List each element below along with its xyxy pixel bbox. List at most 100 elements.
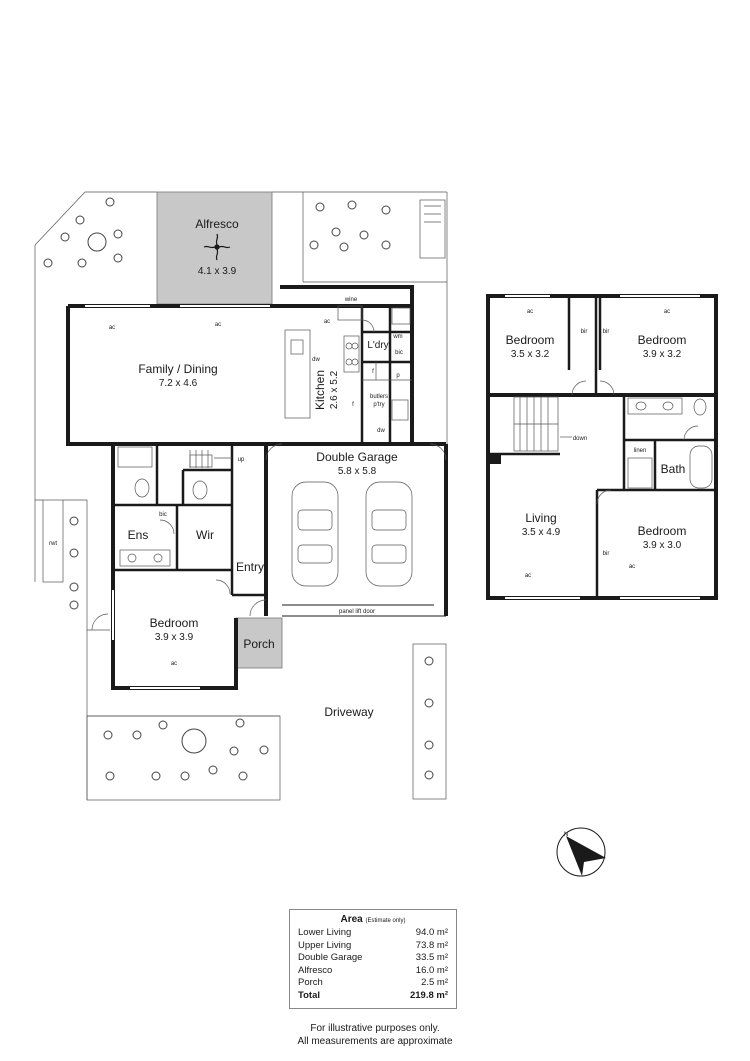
alfresco-label: Alfresco xyxy=(195,217,239,231)
garage-cars xyxy=(291,481,413,587)
area-row: Upper Living 73.8 m² xyxy=(298,940,448,953)
driveway-label: Driveway xyxy=(324,705,373,719)
windows xyxy=(85,305,270,689)
area-row-value: 16.0 m² xyxy=(415,964,448,976)
laundry-label: L'dry xyxy=(367,340,388,351)
garage-label: Double Garage xyxy=(316,450,398,464)
north-compass-icon: N xyxy=(556,827,606,877)
svg-text:N: N xyxy=(564,832,568,838)
upper-stairs xyxy=(513,396,572,452)
disclaimer-line-1: For illustrative purposes only. xyxy=(310,1023,440,1034)
upper-bath-fixtures xyxy=(627,397,713,489)
door-swings xyxy=(91,319,447,631)
area-total-label: Total xyxy=(298,989,320,1001)
ac-label: ac xyxy=(109,325,115,331)
upper-interior-walls xyxy=(489,296,716,598)
down-label: down xyxy=(573,436,587,442)
garage-dim: 5.8 x 5.8 xyxy=(338,466,377,477)
ensuite-fixtures xyxy=(117,446,213,567)
family-dining-label: Family / Dining xyxy=(138,362,217,376)
ac-label: ac xyxy=(664,309,670,315)
lower-interior-walls xyxy=(113,306,412,616)
linen-label: linen xyxy=(634,448,647,454)
kitchen-fixtures xyxy=(284,305,412,421)
area-row-value: 94.0 m² xyxy=(415,927,448,938)
area-total-value: 219.8 m² xyxy=(409,989,448,1001)
ensuite-label: Ens xyxy=(128,528,149,542)
porch-label: Porch xyxy=(243,637,274,651)
void-marker xyxy=(489,454,501,464)
family-dining-dim: 7.2 x 4.6 xyxy=(159,378,198,389)
porch-area xyxy=(235,617,283,669)
site-outline xyxy=(34,191,448,801)
bedroom-lower-dim: 3.9 x 3.9 xyxy=(155,632,194,643)
disclaimer-line-2: All measurements are approximate xyxy=(297,1036,453,1047)
dw-label: dw xyxy=(377,428,385,434)
area-row-label: Double Garage xyxy=(298,952,363,963)
area-row: Double Garage 33.5 m² xyxy=(298,952,448,965)
bir-label: bir xyxy=(603,329,610,335)
area-row-value: 2.5 m² xyxy=(421,977,448,988)
upper-windows xyxy=(505,295,700,599)
area-row-label: Lower Living xyxy=(298,927,352,938)
lower-stairs xyxy=(189,450,232,468)
ac-label: ac xyxy=(324,319,330,325)
area-row-label: Upper Living xyxy=(298,939,352,951)
ceiling-fan-icon xyxy=(203,233,231,261)
butlers-label: butlers xyxy=(370,394,388,400)
living-label: Living xyxy=(525,511,556,525)
area-row: Alfresco 16.0 m² xyxy=(298,965,448,978)
up-label: up xyxy=(238,457,245,463)
area-row-value: 73.8 m² xyxy=(415,939,448,951)
ac-label: ac xyxy=(171,661,177,667)
bath-label: Bath xyxy=(661,462,686,476)
area-title-text: Area xyxy=(340,914,363,925)
area-row: Lower Living 94.0 m² xyxy=(298,927,448,940)
wir-label: Wir xyxy=(196,528,214,542)
area-title: Area (Estimate only) xyxy=(298,914,448,925)
f-label: f xyxy=(352,402,354,408)
living-dim: 3.5 x 4.9 xyxy=(522,527,561,538)
f-label: f xyxy=(372,369,374,375)
area-row: Porch 2.5 m² xyxy=(298,977,448,990)
area-total-row: Total 219.8 m² xyxy=(298,990,448,1003)
bic-label: bic xyxy=(395,350,403,356)
bic-label: bic xyxy=(159,512,167,518)
ac-label: ac xyxy=(525,573,531,579)
alfresco-dim: 4.1 x 3.9 xyxy=(198,266,237,277)
bedroom-up-1-dim: 3.5 x 3.2 xyxy=(511,349,550,360)
upper-floor-walls xyxy=(486,294,718,600)
area-row-label: Porch xyxy=(298,977,323,988)
kitchen-dim: 2.6 x 5.2 xyxy=(329,370,340,409)
wm-label: wm xyxy=(392,334,402,340)
area-note: (Estimate only) xyxy=(365,918,406,924)
bedroom-up-1-label: Bedroom xyxy=(506,333,555,347)
bir-label: bir xyxy=(603,551,610,557)
entry-label: Entry xyxy=(236,560,264,574)
area-row-value: 33.5 m² xyxy=(415,952,448,963)
ac-label: ac xyxy=(527,309,533,315)
disclaimer: For illustrative purposes only. All meas… xyxy=(250,1022,500,1048)
bedroom-up-3-label: Bedroom xyxy=(638,524,687,538)
upper-door-swings xyxy=(571,380,699,505)
area-summary-table: Area (Estimate only) Lower Living 94.0 m… xyxy=(289,909,457,1009)
kitchen-label: Kitchen xyxy=(313,370,327,410)
wine-label: wine xyxy=(344,297,358,303)
rwt-label: rwt xyxy=(49,541,57,547)
alfresco-area xyxy=(156,191,273,305)
pantry-label: p'try xyxy=(373,402,384,408)
bedroom-up-3-dim: 3.9 x 3.0 xyxy=(643,540,682,551)
ac-label: ac xyxy=(215,322,221,328)
bir-label: bir xyxy=(581,329,588,335)
bedroom-up-2-dim: 3.9 x 3.2 xyxy=(643,349,682,360)
area-row-label: Alfresco xyxy=(298,964,333,976)
garden-trees xyxy=(43,197,434,781)
dw-label: dw xyxy=(312,357,320,363)
bedroom-lower-label: Bedroom xyxy=(150,616,199,630)
panel-lift-door-label: panel lift door xyxy=(339,609,375,615)
deck-steps xyxy=(419,199,446,259)
bedroom-up-2-label: Bedroom xyxy=(638,333,687,347)
ac-label: ac xyxy=(629,564,635,570)
p-label: p xyxy=(396,373,400,379)
